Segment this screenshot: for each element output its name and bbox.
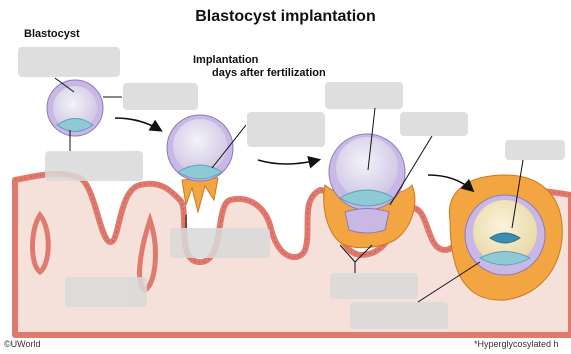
diagram-title: Blastocyst implantation — [0, 8, 571, 26]
blastocyst-stage-3 — [324, 134, 415, 248]
blastocyst-label: Blastocyst — [24, 28, 80, 40]
blastocyst-stage-1 — [47, 80, 103, 136]
footnote: *Hyperglycosylated h — [474, 339, 559, 349]
implantation-days-label: days after fertilization — [212, 67, 326, 79]
uworld-credit: ©UWorld — [4, 339, 40, 349]
implantation-label: Implantation — [193, 54, 258, 66]
